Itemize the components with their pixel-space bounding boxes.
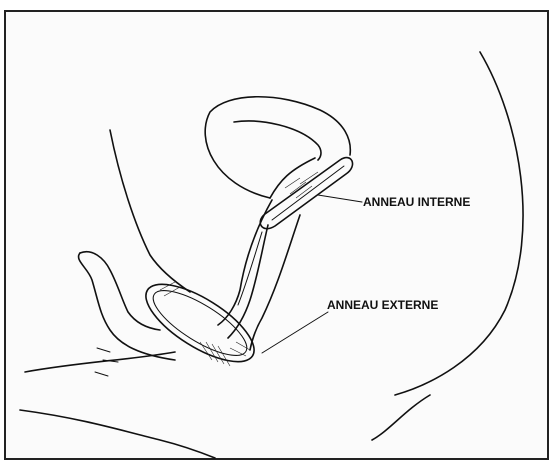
inner-ring-label: ANNEAU INTERNE <box>363 195 470 209</box>
abdomen-outline <box>110 130 190 292</box>
condom-sleeve <box>228 225 268 338</box>
hand-finger <box>80 252 160 330</box>
outer-ring-leader <box>262 312 328 353</box>
uterus-outline <box>205 97 350 198</box>
outer-ring <box>135 270 266 376</box>
buttock-lower-curve <box>372 395 430 440</box>
vaginal-wall-upper <box>218 200 272 325</box>
outer-ring-label: ANNEAU EXTERNE <box>327 298 438 312</box>
inner-ring <box>260 158 352 229</box>
uterus-inner-cavity <box>234 121 321 160</box>
vaginal-wall-lower <box>250 215 300 350</box>
buttock-outline <box>395 52 523 395</box>
thigh-bottom-outline <box>20 410 215 458</box>
inner-ring-leader <box>318 195 362 202</box>
